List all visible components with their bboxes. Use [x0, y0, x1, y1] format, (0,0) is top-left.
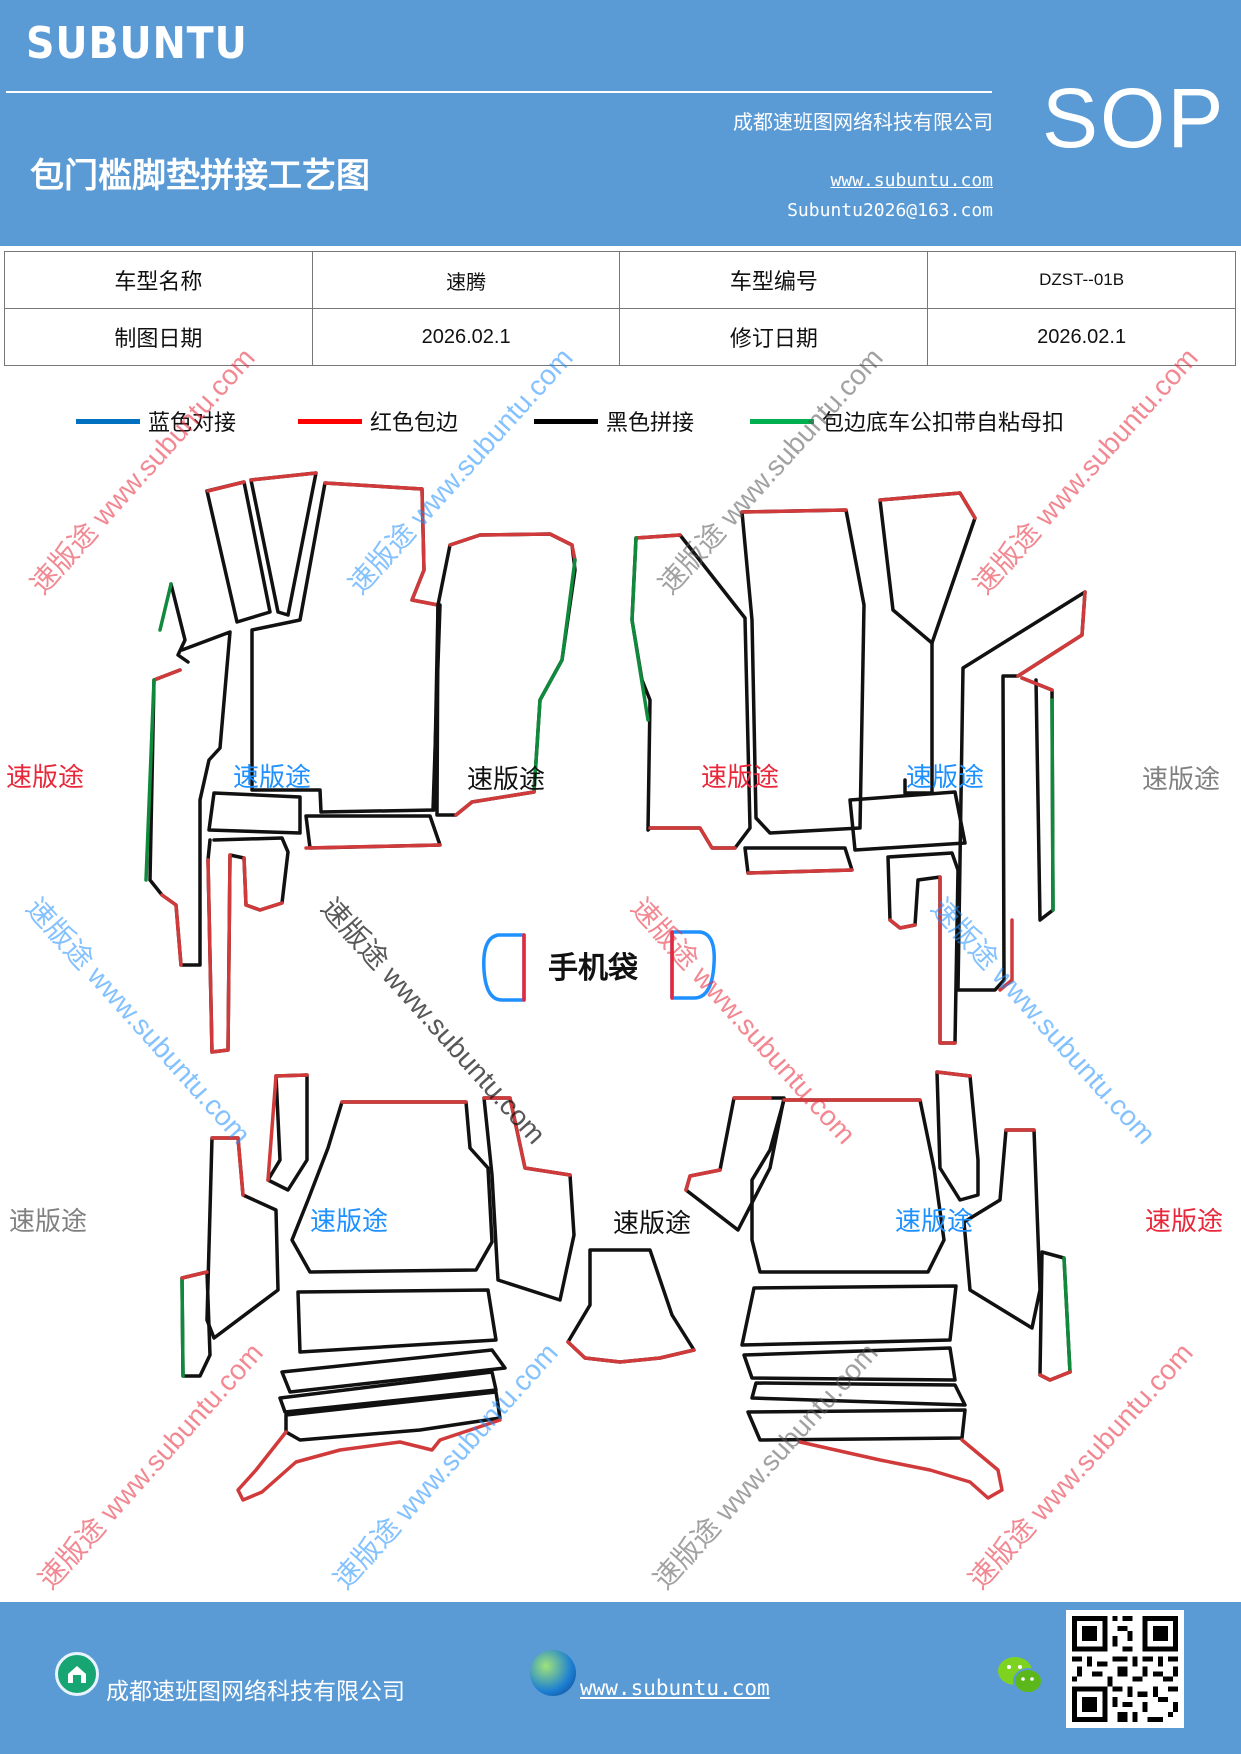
- revise-date-label: 修订日期: [619, 308, 929, 366]
- watermark-brand: 速版途: [310, 1206, 389, 1236]
- legend-swatch-red: [298, 418, 362, 424]
- model-name-label: 车型名称: [4, 251, 313, 309]
- legend-label: 黑色拼接: [606, 411, 695, 436]
- watermark-brand: 速版途: [9, 1206, 88, 1236]
- legend-swatch-green: [750, 418, 814, 424]
- legend-black: 黑色拼接: [534, 406, 694, 436]
- watermark-brand: 速版途: [906, 762, 985, 792]
- rear-right-mat: [684, 1070, 1072, 1500]
- front-right-mat: [630, 491, 1087, 1045]
- floor-mat-diagram: 手机袋: [144, 471, 1087, 1502]
- watermark-brand: 速版途: [467, 764, 546, 794]
- front-left-mat: [144, 471, 577, 1054]
- watermark-brand: 速版途: [6, 762, 85, 792]
- legend-green: 包边底车公扣带自粘母扣: [750, 406, 1064, 436]
- email-address: Subuntu2026@163.com: [787, 200, 993, 221]
- website-link[interactable]: www.subuntu.com: [830, 170, 993, 191]
- legend-label: 红色包边: [370, 411, 459, 436]
- wechat-icon: [998, 1657, 1043, 1694]
- draw-date-label: 制图日期: [4, 308, 313, 366]
- home-icon: [55, 1652, 99, 1696]
- legend-swatch-black: [534, 418, 598, 424]
- legend-red: 红色包边: [298, 406, 458, 436]
- phone-bag-label: 手机袋: [548, 951, 638, 986]
- footer-website-link[interactable]: www.subuntu.com: [580, 1676, 770, 1700]
- model-code-label: 车型编号: [619, 251, 929, 309]
- legend-swatch-blue: [76, 418, 140, 424]
- phone-bags: [482, 930, 716, 1002]
- table-row: 车型名称 速腾 车型编号 DZST--01B: [4, 251, 1236, 309]
- header-banner: SUBUNTU 包门槛脚垫拼接工艺图 成都速班图网络科技有限公司 www.sub…: [0, 0, 1241, 246]
- brand-logo-text: SUBUNTU: [26, 18, 248, 69]
- draw-date-value: 2026.02.1: [311, 308, 621, 366]
- table-row: 制图日期 2026.02.1 修订日期 2026.02.1: [4, 308, 1236, 366]
- legend-blue: 蓝色对接: [76, 406, 236, 436]
- company-name: 成都速班图网络科技有限公司: [733, 110, 993, 134]
- legend-label: 蓝色对接: [148, 411, 237, 436]
- watermark-brand: 速版途: [233, 762, 312, 792]
- qr-code: [1066, 1610, 1184, 1728]
- rear-left-mat: [180, 1073, 576, 1502]
- vehicle-info-table: 车型名称 速腾 车型编号 DZST--01B 制图日期 2026.02.1 修订…: [4, 251, 1236, 366]
- revise-date-value: 2026.02.1: [927, 308, 1236, 366]
- model-code-value: DZST--01B: [927, 251, 1236, 309]
- sop-badge: SOP: [1042, 71, 1226, 165]
- watermark-brand: 速版途: [701, 762, 780, 792]
- globe-icon: [530, 1650, 576, 1696]
- watermark-brand: 速版途: [613, 1208, 692, 1238]
- watermark-brand: 速版途: [1145, 1206, 1224, 1236]
- header-divider: [6, 91, 992, 93]
- rear-center-mat: [566, 1248, 696, 1364]
- legend-label: 包边底车公扣带自粘母扣: [822, 411, 1065, 436]
- watermark-brand: 速版途: [1142, 764, 1221, 794]
- document-title: 包门槛脚垫拼接工艺图: [30, 156, 370, 196]
- footer-company-name: 成都速班图网络科技有限公司: [106, 1679, 405, 1705]
- model-name-value: 速腾: [311, 251, 621, 309]
- footer-banner: 成都速班图网络科技有限公司 www.subuntu.com: [0, 1602, 1241, 1754]
- watermark-brand: 速版途: [895, 1206, 974, 1236]
